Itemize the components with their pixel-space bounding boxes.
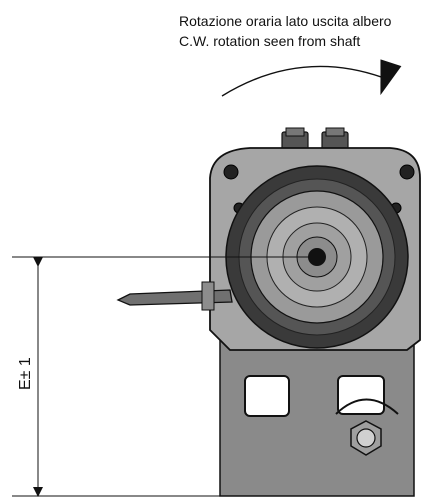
dimension-label: E± 1 bbox=[17, 357, 34, 390]
dimension-lines bbox=[12, 256, 317, 497]
window-right bbox=[337, 375, 385, 415]
window-left bbox=[244, 375, 290, 417]
arc-slot bbox=[335, 398, 399, 415]
tube bbox=[116, 281, 233, 311]
rotation-note-en: C.W. rotation seen from shaft bbox=[179, 33, 360, 49]
nut-icon bbox=[350, 420, 382, 456]
rotation-arrow bbox=[221, 59, 402, 97]
rotation-note-it: Rotazione oraria lato uscita albero bbox=[179, 13, 392, 29]
